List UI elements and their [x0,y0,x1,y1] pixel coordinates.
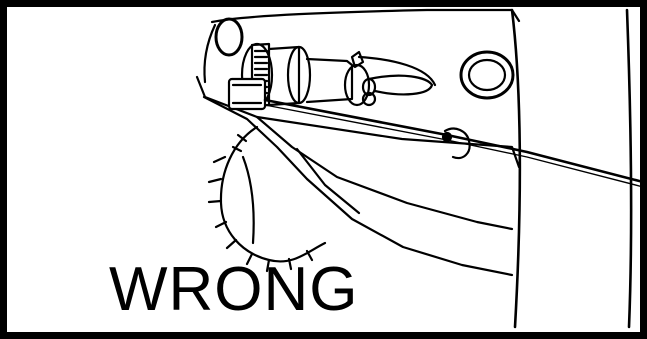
caption-wrong: WRONG [109,259,359,321]
winch-drum [229,44,352,109]
winch-cable [265,100,640,188]
tire [209,127,325,271]
winch-motor [345,52,435,105]
